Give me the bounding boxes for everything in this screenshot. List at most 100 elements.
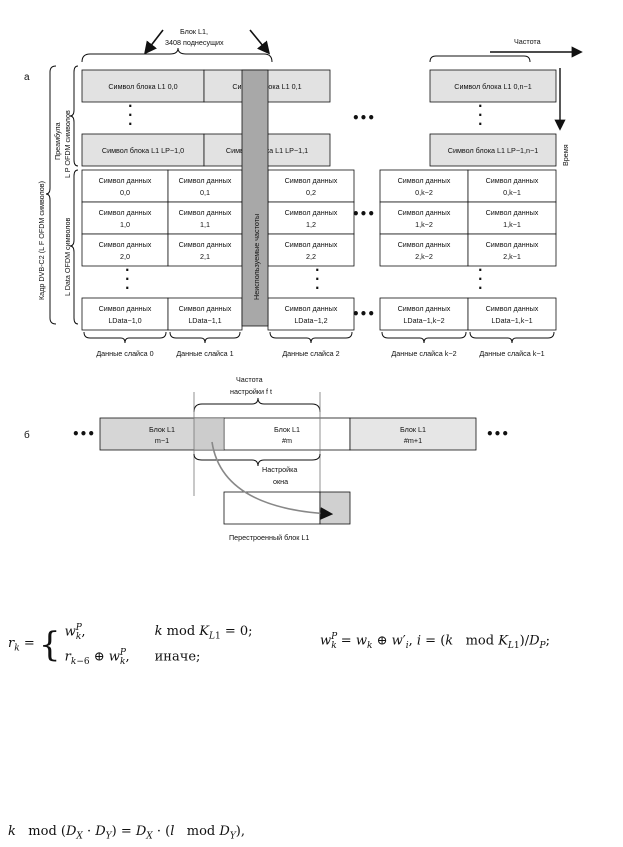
data-symbol-cell xyxy=(267,297,355,331)
vertical-ellipsis: · xyxy=(478,117,483,131)
l1-block-title: Блок L1 xyxy=(149,425,175,434)
data-symbol-index: 0,k−2 xyxy=(415,188,433,197)
block-l1-subcarriers-label: 3408 поднесущих xyxy=(165,38,224,47)
l1-block-sub: m−1 xyxy=(155,436,169,445)
data-symbol-title: Символ данных xyxy=(285,176,338,185)
frame-label: Кадр DVB-C2 (L F OFDM символов) xyxy=(37,181,46,300)
l1-row-1: Символ блока L1 LP−1,0 Символ блока L1 L… xyxy=(81,133,557,167)
data-symbol-title: Символ данных xyxy=(398,304,451,313)
data-symbol-cell xyxy=(379,233,469,267)
slice-brace xyxy=(381,331,467,344)
rk-formula: rk = { wPk,k mod KL1 = 0; rk−6 ⊕ wPk,ина… xyxy=(8,620,253,670)
window-brace xyxy=(193,453,321,467)
data-symbol-cell xyxy=(379,169,469,203)
case2-left: rk−6 ⊕ wPk, xyxy=(64,647,130,667)
vertical-ellipsis: · xyxy=(478,281,483,295)
data-symbol-index: 2,0 xyxy=(120,252,130,261)
frequency-label: Частота xyxy=(514,37,541,46)
data-symbol-cell xyxy=(81,201,169,235)
l1-block-title: Блок L1 xyxy=(274,425,300,434)
slice-brace xyxy=(269,331,353,344)
slice-brace xyxy=(83,331,167,344)
window-overlap-area xyxy=(194,418,224,450)
data-symbol-title: Символ данных xyxy=(398,176,451,185)
data-symbol-title: Символ данных xyxy=(486,208,539,217)
window-tuning-sub-label: окна xyxy=(273,477,288,486)
vertical-ellipsis: · xyxy=(478,108,483,122)
slice-label: Данные слайса 0 xyxy=(96,349,153,358)
data-symbol-index: LData−1,0 xyxy=(108,316,141,325)
data-symbol-cell xyxy=(379,201,469,235)
data-symbol-index: 2,2 xyxy=(306,252,316,261)
data-symbol-cell xyxy=(267,169,355,203)
horizontal-ellipsis: ••• xyxy=(352,207,375,221)
data-symbol-title: Символ данных xyxy=(486,240,539,249)
data-symbol-cell xyxy=(467,297,557,331)
data-symbol-index: 1,2 xyxy=(306,220,316,229)
case1-left: wPk, xyxy=(64,623,86,642)
data-symbol-index: 0,1 xyxy=(200,188,210,197)
slice-brace xyxy=(469,331,555,344)
slice-brace xyxy=(169,331,241,344)
data-symbol-title: Символ данных xyxy=(179,304,232,313)
l1-cell xyxy=(81,69,205,103)
tuning-frequency-sub-label: настройки f t xyxy=(230,387,272,396)
data-symbol-title: Символ данных xyxy=(179,208,232,217)
vertical-ellipsis: · xyxy=(478,99,483,113)
data-symbol-cell xyxy=(167,297,243,331)
preamble-count-label: L P OFDM символов xyxy=(63,110,72,178)
rebuild-arrow xyxy=(211,441,334,520)
vertical-ellipsis: · xyxy=(125,281,130,295)
l1-cell-text: Символ блока L1 0,n−1 xyxy=(454,82,531,91)
data-symbol-cell xyxy=(167,201,243,235)
block-l1-arrow-left xyxy=(144,29,164,55)
wkp-formula: wPk = wk ⊕ w′i, i = (k mod KL1)/DP; xyxy=(320,632,550,651)
vertical-ellipsis: · xyxy=(128,108,133,122)
data-symbol-title: Символ данных xyxy=(486,176,539,185)
slice-label: Данные слайса 1 xyxy=(176,349,233,358)
data-symbol-index: 1,k−2 xyxy=(415,220,433,229)
data-symbol-title: Символ данных xyxy=(99,304,152,313)
data-symbol-title: Символ данных xyxy=(285,304,338,313)
data-symbol-title: Символ данных xyxy=(285,208,338,217)
rebuilt-l1-block xyxy=(223,491,321,525)
data-symbol-index: 1,k−1 xyxy=(503,220,521,229)
data-symbol-index: 2,k−1 xyxy=(503,252,521,261)
case1-right: k mod KL1 = 0; xyxy=(154,624,253,642)
data-symbol-title: Символ данных xyxy=(398,208,451,217)
data-symbol-cell xyxy=(467,169,557,203)
l1-block-m xyxy=(223,417,351,451)
slice-labels: Данные слайса 0 Данные слайса 1 Данные сла… xyxy=(83,331,555,358)
data-symbol-cell xyxy=(81,233,169,267)
l1-block-sub: #m+1 xyxy=(404,436,422,445)
rebuilt-block-label: Перестроенный блок L1 xyxy=(229,533,309,542)
l1-block-title: Блок L1 xyxy=(400,425,426,434)
slice-label: Данные слайса 2 xyxy=(282,349,339,358)
l1-cell xyxy=(429,133,557,167)
slice-label: Данные слайса k−1 xyxy=(479,349,544,358)
data-symbols-label: L Data OFDM символов xyxy=(63,218,72,296)
frame-brace xyxy=(45,65,57,325)
panel-b-label: б xyxy=(24,429,30,441)
dvb-c2-frame-diagram: а Блок L1, 3408 поднесущих Частота Время… xyxy=(24,27,583,542)
data-symbol-title: Символ данных xyxy=(398,240,451,249)
unused-frequencies-label: Неиспользуемые частоты xyxy=(252,214,261,300)
data-symbol-index: LData−1,1 xyxy=(188,316,221,325)
vertical-ellipsis: · xyxy=(125,263,130,277)
case2-right: иначе; xyxy=(154,649,201,665)
slice-label: Данные слайса k−2 xyxy=(391,349,456,358)
data-symbol-cell xyxy=(81,169,169,203)
block-l1-arrow-right xyxy=(249,29,271,55)
vertical-ellipsis: · xyxy=(128,117,133,131)
vertical-ellipsis: · xyxy=(315,263,320,277)
data-symbol-cell xyxy=(467,233,557,267)
horizontal-ellipsis: ••• xyxy=(352,307,375,321)
bottom-formula: k mod (DX · DY) = DX · (l mod DY), xyxy=(8,824,245,842)
l1-block-m+1 xyxy=(349,417,477,451)
data-symbol-index: LData−1,k−2 xyxy=(403,316,444,325)
time-label: Время xyxy=(561,144,570,166)
preamble-brace xyxy=(69,65,79,167)
data-symbol-index: 0,k−1 xyxy=(503,188,521,197)
panel-a-label: а xyxy=(24,72,30,83)
